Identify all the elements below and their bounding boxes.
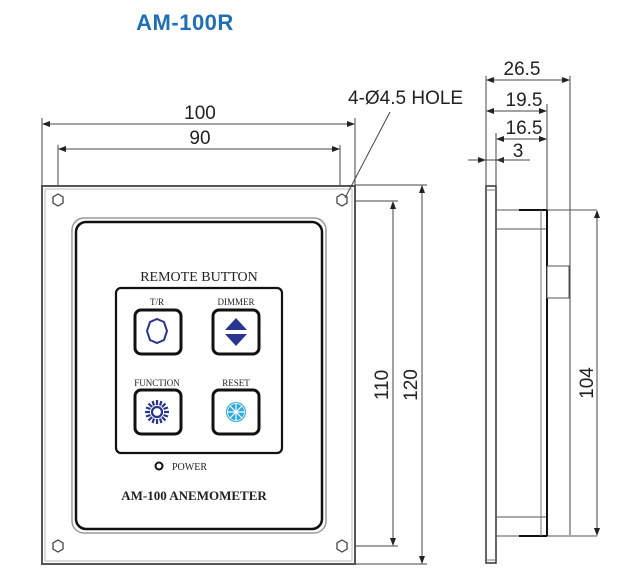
hole-icon bbox=[336, 193, 348, 207]
reset-button[interactable]: RESET bbox=[211, 378, 261, 436]
dimension-height-110: 110 bbox=[355, 200, 398, 547]
tr-button[interactable]: T/R bbox=[133, 297, 183, 356]
sun-icon bbox=[145, 400, 169, 424]
button-group-frame bbox=[114, 286, 284, 455]
flange-profile bbox=[485, 185, 497, 564]
dimension-label: 120 bbox=[401, 369, 422, 401]
dimension-label: 100 bbox=[184, 103, 216, 124]
panel-heading: REMOTE BUTTON bbox=[140, 270, 258, 285]
dimension-depth-16-5: 16.5 bbox=[496, 118, 547, 142]
button-label: DIMMER bbox=[217, 297, 254, 307]
wheel-icon bbox=[226, 402, 246, 422]
side-view: 26.5 19.5 16.5 3 bbox=[468, 59, 600, 564]
power-label: POWER bbox=[172, 462, 207, 473]
dimension-label: 3 bbox=[513, 141, 524, 162]
bezel-outline bbox=[71, 217, 327, 534]
dimension-label: 16.5 bbox=[506, 118, 543, 139]
drawing-title: AM-100R bbox=[136, 10, 234, 35]
dimension-flange-3: 3 bbox=[468, 141, 530, 163]
dimension-label: 110 bbox=[372, 370, 393, 400]
hole-callout-label: 4-Ø4.5 HOLE bbox=[348, 88, 463, 109]
button-label: T/R bbox=[150, 297, 164, 307]
hole-icon bbox=[336, 539, 348, 553]
button-label: FUNCTION bbox=[134, 378, 180, 388]
power-led-icon bbox=[154, 461, 164, 471]
dimmer-button[interactable]: DIMMER bbox=[211, 297, 261, 356]
hole-icon bbox=[52, 193, 64, 207]
circle-icon bbox=[145, 317, 169, 345]
dimension-label: 26.5 bbox=[504, 59, 541, 80]
dimension-depth-19-5: 19.5 bbox=[486, 90, 547, 114]
mounting-holes bbox=[52, 193, 348, 553]
up-down-triangle-icon bbox=[225, 318, 247, 346]
front-view: 100 90 4-Ø4.5 HOLE 110 bbox=[41, 88, 463, 565]
power-indicator: POWER bbox=[154, 461, 207, 473]
function-button[interactable]: FUNCTION bbox=[133, 378, 183, 436]
dimension-label: 104 bbox=[577, 367, 598, 399]
connector-profile bbox=[546, 265, 570, 299]
dimension-height-104: 104 bbox=[577, 210, 600, 536]
front-panel bbox=[74, 220, 324, 531]
body-profile bbox=[496, 209, 597, 537]
dimension-height-120: 120 bbox=[355, 184, 427, 565]
button-label: RESET bbox=[222, 378, 250, 388]
hole-callout: 4-Ø4.5 HOLE bbox=[344, 88, 463, 199]
dimension-label: 90 bbox=[189, 128, 210, 149]
hole-icon bbox=[52, 539, 64, 553]
dimension-label: 19.5 bbox=[506, 90, 543, 111]
dimension-width-100: 100 bbox=[41, 103, 356, 186]
model-label: AM-100 ANEMOMETER bbox=[121, 488, 267, 503]
dimension-depth-26-5: 26.5 bbox=[486, 59, 570, 83]
